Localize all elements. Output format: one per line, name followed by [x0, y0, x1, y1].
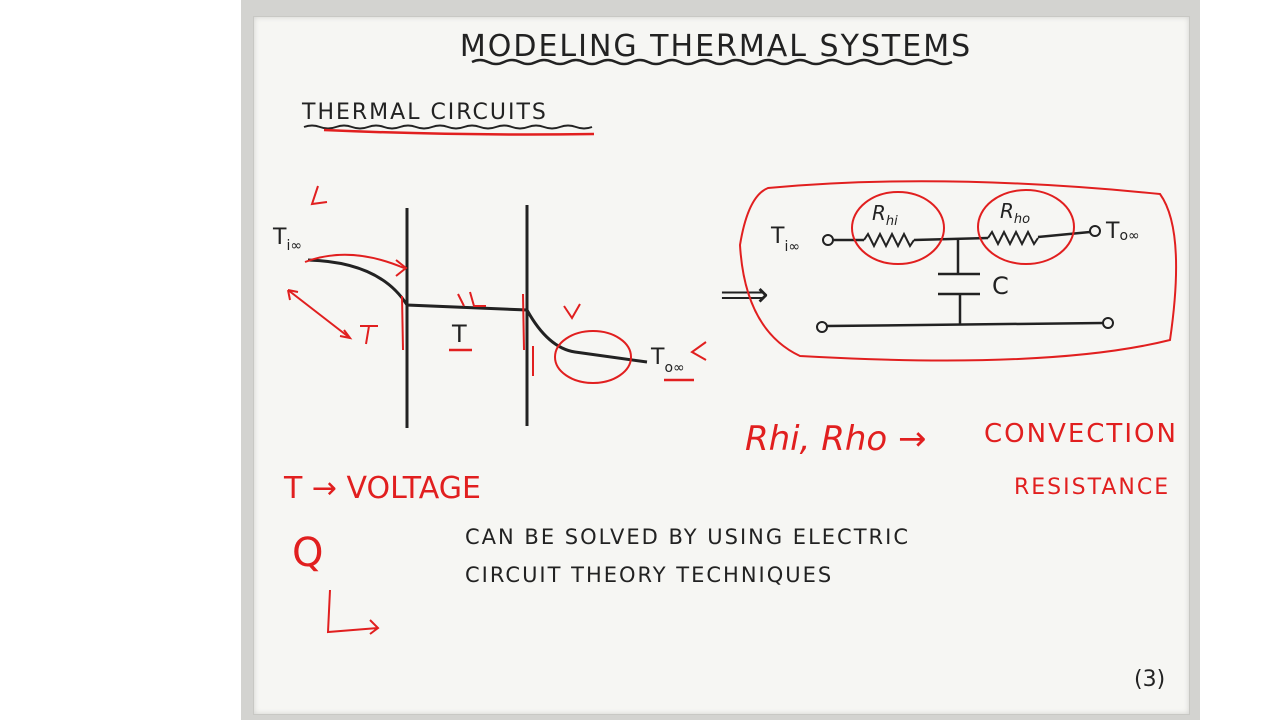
l-shaped-red-mark: [326, 589, 380, 635]
heading-underline-wavy: [303, 124, 593, 130]
circuit-boundary-red: [738, 180, 1178, 362]
r-inner-circle-red: [851, 191, 945, 265]
node-outer-top: [1089, 225, 1101, 237]
node-outer-bottom: [1102, 317, 1114, 329]
middle-temp-label: T: [451, 320, 467, 348]
heading-underline-red: [323, 128, 595, 136]
r-inner-label: Rhi: [872, 201, 898, 229]
statement-line-2: CIRCUIT THEORY TECHNIQUES: [465, 563, 833, 587]
node-inner-bottom: [816, 321, 828, 333]
wall-diagram: Ti∞ T To∞: [272, 185, 707, 428]
resistance-symbols-note: Rhi, Rho →: [745, 419, 927, 459]
convection-note: CONVECTION: [984, 419, 1178, 449]
statement-line-1: CAN BE SOLVED BY USING ELECTRIC: [465, 525, 910, 549]
outer-temp-label: To∞: [650, 345, 685, 376]
section-heading: THERMAL CIRCUITS: [301, 100, 548, 125]
title-underline-wavy: [471, 58, 953, 66]
circuit-inner-node-label: Ti∞: [770, 224, 800, 255]
equivalent-circuit: Ti∞ To∞ Rhi Rho C: [738, 180, 1178, 362]
r-outer-circle-red: [977, 189, 1075, 265]
temperature-profile-curve: [307, 258, 648, 364]
circuit-outer-node-label: To∞: [1105, 219, 1140, 244]
resistance-note: RESISTANCE: [1014, 475, 1170, 500]
r-outer-label: Rho: [1000, 199, 1030, 227]
resistor-inner: [863, 231, 915, 249]
page-title: MODELING THERMAL SYSTEMS: [460, 29, 972, 64]
inner-temp-label: Ti∞: [272, 225, 302, 254]
node-inner-top: [822, 234, 834, 246]
capacitor-label: C: [992, 272, 1009, 300]
red-annotations: [287, 185, 707, 384]
page-number: (3): [1134, 667, 1165, 692]
q-symbol-note: Q: [292, 530, 323, 576]
resistor-outer: [987, 229, 1039, 247]
t-voltage-note: T → VOLTAGE: [283, 471, 481, 506]
